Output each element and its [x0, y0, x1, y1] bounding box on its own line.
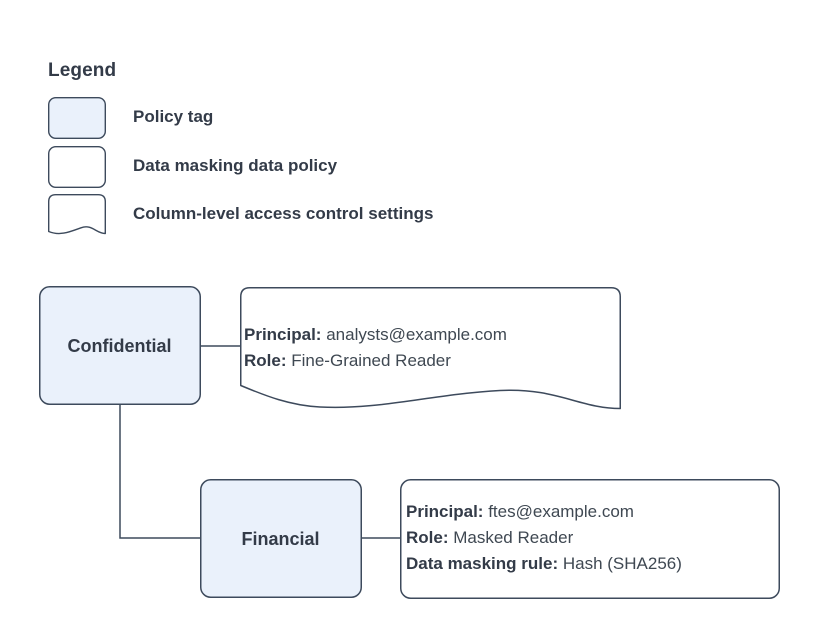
legend-label-access-settings: Column-level access control settings: [133, 204, 434, 223]
callout-line-key: Data masking rule:: [406, 554, 559, 573]
callout-line: Role: Fine-Grained Reader: [244, 348, 507, 374]
callout-confidential-access-settings-shape[interactable]: [240, 287, 621, 410]
callout-confidential-access-settings-text: Principal: analysts@example.com Role: Fi…: [244, 322, 507, 374]
callout-financial-data-policy-shape[interactable]: [400, 479, 780, 599]
callout-line-key: Principal:: [244, 325, 322, 344]
legend-swatch-policy-tag: [47, 96, 106, 139]
node-confidential-shape[interactable]: [39, 286, 201, 405]
callout-line: Role: Masked Reader: [406, 525, 682, 551]
callout-line: Data masking rule: Hash (SHA256): [406, 551, 682, 577]
node-label-confidential: Confidential: [67, 336, 172, 356]
legend-label-data-policy: Data masking data policy: [133, 156, 338, 175]
data-policy-swatch-shape: [47, 145, 106, 188]
callout-line-value: ftes@example.com: [488, 502, 634, 521]
callout-line-value: Fine-Grained Reader: [291, 351, 451, 370]
callout-line-value: Masked Reader: [453, 528, 574, 547]
callout-line-key: Role:: [406, 528, 449, 547]
callout-line: Principal: analysts@example.com: [244, 322, 507, 348]
access-settings-swatch-shape: [48, 194, 106, 235]
legend-swatch-data-policy: [47, 145, 106, 188]
legend-swatch-access-settings: [48, 194, 106, 236]
callout-line: Principal: ftes@example.com: [406, 499, 682, 525]
policy-tag-swatch-shape: [47, 96, 106, 139]
legend-title: Legend: [48, 60, 117, 81]
callout-line-value: Hash (SHA256): [562, 554, 682, 573]
legend-label-policy-tag: Policy tag: [133, 107, 214, 126]
callout-line-key: Principal:: [406, 502, 484, 521]
callout-line-value: analysts@example.com: [326, 325, 507, 344]
callout-line-key: Role:: [244, 351, 287, 370]
node-financial-shape[interactable]: [200, 479, 362, 598]
node-label-financial: Financial: [241, 529, 320, 549]
callout-financial-data-policy-text: Principal: ftes@example.com Role: Masked…: [406, 499, 682, 577]
connector-confidential-to-financial: [119, 404, 200, 539]
